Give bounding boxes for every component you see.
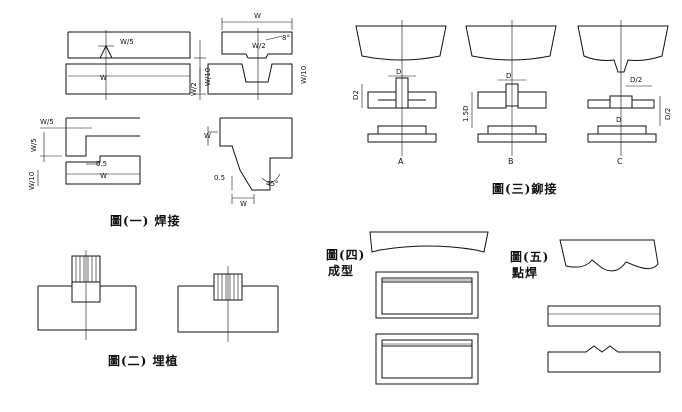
fig1-panel-d: W 0.5 45° W	[204, 117, 293, 208]
fig4-panel	[369, 231, 489, 385]
fig3-c-d2-side-label: D/2	[664, 108, 672, 120]
fig1-b-right-label: W/10	[300, 66, 308, 84]
fig3-column-c: D/2 D D/2 C	[577, 20, 672, 166]
fig1-c-w-label: W	[100, 172, 107, 180]
fig4-caption-line1: 圖(四)	[326, 248, 366, 262]
fig1-panel-b: W W/2 8° W/2 W/10	[190, 12, 308, 100]
fig2-panel-right	[177, 266, 279, 342]
fig1-d-w-label: W	[240, 200, 247, 208]
fig4-caption-line2: 成型	[328, 264, 355, 278]
fig3-col-c-label: C	[617, 157, 623, 166]
fig1-b-mid-label: W/2	[252, 42, 266, 50]
fig1-c-top-label: W/5	[40, 118, 54, 126]
fig3-b-15d-label: 1.5D	[462, 105, 470, 122]
fig1-c-side-label: W/10	[28, 172, 36, 190]
fig2-panel-left	[37, 250, 137, 340]
fig3-column-b: D 1.5D B	[462, 20, 557, 166]
fig5-panel	[547, 239, 661, 373]
fig3-col-a-label: A	[398, 157, 404, 166]
fig5-caption-line2: 點焊	[512, 266, 539, 280]
fig3-c-d2-top-label: D/2	[630, 76, 642, 84]
fig3-col-b-label: B	[508, 157, 514, 166]
fig3-c-d-label: D	[616, 116, 621, 124]
fig5-caption-line1: 圖(五)	[510, 250, 550, 264]
fig3-a-d-label: D	[396, 68, 401, 76]
fig1-d-mid-label: 0.5	[214, 174, 225, 182]
fig1-d-angle-label: 45°	[266, 180, 278, 188]
fig1-b-left-label: W/2	[190, 82, 198, 96]
fig2-caption: 圖(二) 埋植	[108, 354, 179, 368]
fig1-panel-c: W/5 W/5 0.5 W W/10	[28, 117, 141, 190]
fig1-c-mid-label: 0.5	[96, 160, 107, 168]
fig1-a-top-label: W/5	[120, 38, 134, 46]
fig3-column-a: D D2 A	[352, 20, 447, 166]
fig3-caption: 圖(三)鉚接	[492, 182, 558, 196]
fig3-a-d2-label: D2	[352, 90, 360, 100]
fig1-b-top-label: W	[254, 12, 261, 20]
fig1-caption: 圖(一) 焊接	[110, 214, 181, 228]
fig1-a-w-label: W	[100, 74, 107, 82]
fig1-c-left-label: W/5	[30, 138, 38, 152]
fig1-b-angle-label: 8°	[282, 34, 290, 42]
fig3-b-d-label: D	[506, 72, 511, 80]
fig1-d-left-label: W	[204, 132, 211, 140]
